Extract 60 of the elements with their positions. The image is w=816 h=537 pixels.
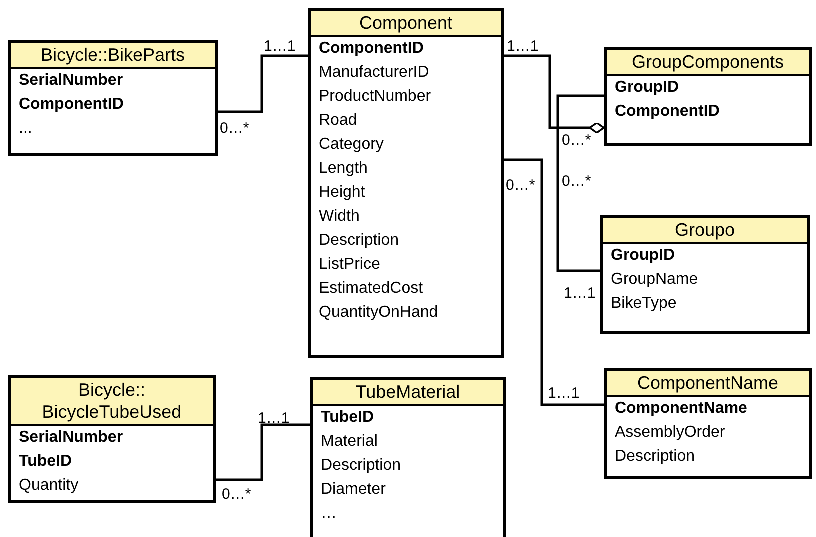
class-box	[8, 40, 218, 156]
attribute-text: EstimatedCost	[318, 279, 424, 299]
attribute-text: ComponentID	[614, 102, 721, 122]
class-name: Bicycle:: BicycleTubeUsed	[11, 378, 213, 426]
class-box	[8, 375, 216, 503]
multiplicity-label: 1…1	[548, 385, 580, 402]
connector-line	[504, 54, 605, 134]
attribute-text: ManufacturerID	[318, 63, 430, 83]
class-box	[310, 377, 506, 537]
connector-line	[216, 424, 310, 482]
attribute-text: ComponentID	[18, 95, 125, 115]
class-box	[600, 215, 810, 334]
attribute-text: AssemblyOrder	[614, 423, 726, 443]
class-name: Groupo	[603, 218, 807, 244]
multiplicity-label: 0…*	[562, 173, 592, 190]
attribute-text: ...	[18, 119, 34, 139]
multiplicity-label: 1…1	[264, 38, 296, 55]
attribute-text: Material	[320, 432, 379, 452]
multiplicity-label: 1…1	[258, 410, 290, 427]
attribute-text: Category	[318, 135, 385, 155]
attribute-text: Height	[318, 183, 366, 203]
multiplicity-label: 1…1	[564, 285, 596, 302]
class-box	[308, 8, 504, 358]
attribute-text: …	[320, 504, 338, 524]
attribute-text: Description	[614, 447, 696, 467]
multiplicity-label: 0…*	[222, 486, 252, 503]
attribute-text: Length	[318, 159, 369, 179]
class-name: TubeMaterial	[313, 380, 503, 406]
attribute-text: ProductNumber	[318, 87, 432, 107]
attribute-text: Road	[318, 111, 358, 131]
attribute-text: Width	[318, 207, 361, 227]
attribute-text: Diameter	[320, 480, 387, 500]
attribute-text: Quantity	[18, 476, 80, 496]
attribute-text: TubeID	[320, 408, 376, 428]
class-box	[604, 47, 812, 146]
multiplicity-label: 1…1	[507, 38, 539, 55]
attribute-text: BikeType	[610, 294, 678, 314]
attribute-text: TubeID	[18, 452, 74, 472]
multiplicity-label: 0…*	[220, 120, 250, 137]
attribute-text: SerialNumber	[18, 428, 124, 448]
class-name: Bicycle::BikeParts	[11, 43, 215, 69]
attribute-text: Description	[320, 456, 402, 476]
connector-line	[504, 158, 604, 406]
multiplicity-label: 0…*	[506, 177, 536, 194]
class-name: Component	[311, 11, 501, 37]
attribute-text: ListPrice	[318, 255, 382, 275]
connector-line	[218, 54, 308, 114]
attribute-text: SerialNumber	[18, 71, 124, 91]
attribute-text: Description	[318, 231, 400, 251]
attribute-text: QuantityOnHand	[318, 303, 440, 323]
multiplicity-label: 0…*	[562, 132, 592, 149]
attribute-text: GroupID	[614, 78, 680, 98]
attribute-text: ComponentID	[318, 39, 425, 59]
attribute-text: ComponentName	[614, 399, 748, 419]
class-name: ComponentName	[607, 371, 809, 397]
connector-line	[556, 94, 604, 272]
attribute-text: GroupName	[610, 270, 700, 290]
class-name: GroupComponents	[607, 50, 809, 76]
class-box	[604, 368, 812, 479]
attribute-text: GroupID	[610, 246, 676, 266]
